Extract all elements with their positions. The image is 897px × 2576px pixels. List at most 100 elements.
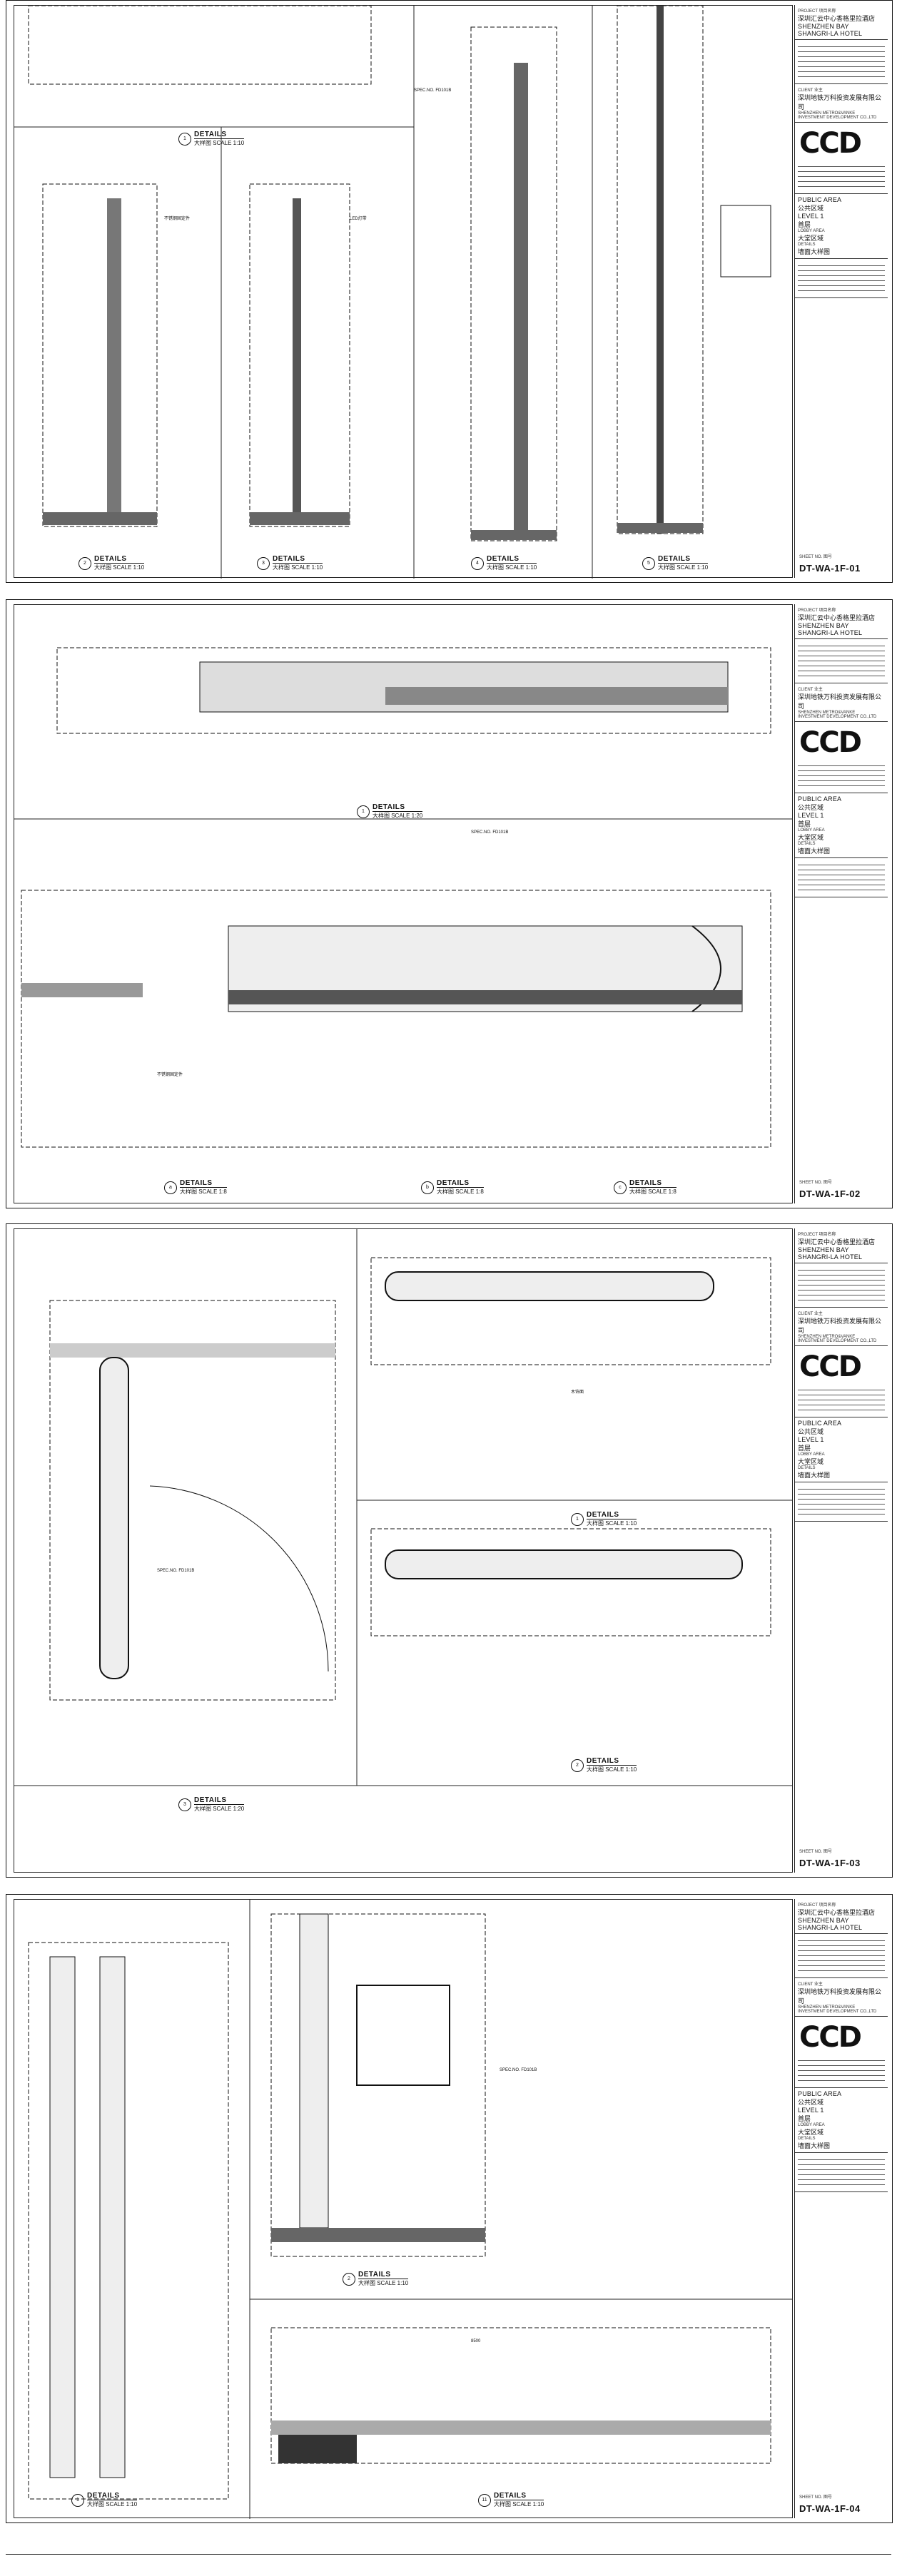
client-cn: 深圳地铁万科投资发展有限公司 — [798, 1318, 882, 1334]
detail-marker: 2 — [571, 1758, 584, 1772]
detail-scale: 大样图 SCALE 1:8 — [629, 1188, 676, 1195]
sheet-label: SHEET NO. 图号 — [799, 1181, 832, 1185]
ccd-logo: CCD — [799, 2021, 862, 2054]
sheet-label: SHEET NO. 图号 — [799, 1850, 832, 1854]
client-label: CLIENT 业主 — [798, 1982, 823, 1987]
area-en: PUBLIC AREA — [798, 1420, 842, 1427]
area-cn: 公共区域 — [798, 2099, 824, 2106]
detail-cn: 墙面大样图 — [798, 2142, 831, 2149]
project-en-2: SHANGRI-LA HOTEL — [798, 629, 863, 636]
detail-scale: 大样图 SCALE 1:8 — [437, 1188, 484, 1195]
detail-marker: a — [164, 1181, 177, 1194]
detail-marker: 1 — [178, 132, 191, 146]
detail-en: DETAILS — [798, 2137, 816, 2141]
level-cn: 首层 — [798, 1445, 811, 1452]
detail-marker: 2 — [343, 2272, 355, 2286]
note-text: SPEC.NO. FD101B — [500, 2068, 537, 2072]
area-cn: 公共区域 — [798, 205, 824, 212]
detail-scale: 大样图 SCALE 1:20 — [194, 1806, 245, 1812]
level-en: LEVEL 1 — [798, 1436, 824, 1443]
project-cn: 深圳汇云中心香格里拉酒店 — [798, 15, 876, 22]
area-cn: 公共区域 — [798, 804, 824, 811]
detail-marker: 3 — [178, 1798, 191, 1811]
area-en: PUBLIC AREA — [798, 795, 842, 803]
detail-drawings: 不锈钢固定件 LED灯带 SPEC.NO. FD101B — [14, 6, 771, 579]
note-text: SPEC.NO. FD101B — [471, 830, 508, 835]
signature-lines — [795, 259, 888, 298]
ccd-logo: CCD — [799, 726, 862, 759]
ccd-logo: CCD — [799, 1350, 862, 1383]
detail-en: DETAILS — [798, 842, 816, 846]
client-en-2: INVESTMENT DEVELOPMENT CO.,LTD — [798, 1339, 877, 1343]
detail-marker: 2 — [78, 556, 91, 570]
detail-scale: 大样图 SCALE 1:10 — [487, 564, 537, 571]
detail-title: DETAILS — [658, 555, 709, 564]
signature-lines — [795, 858, 888, 897]
detail-scale: 大样图 SCALE 1:20 — [373, 813, 423, 819]
detail-title: DETAILS — [487, 555, 537, 564]
note-text: 不锈钢固定件 — [157, 1071, 183, 1077]
zone-cn: 大堂区域 — [798, 834, 824, 841]
sheet-number: DT-WA-1F-04 — [799, 2503, 861, 2514]
client-cn: 深圳地铁万科投资发展有限公司 — [798, 94, 882, 111]
client-en-1: SHENZHEN METRO&VANKE — [798, 711, 856, 715]
client-cn: 深圳地铁万科投资发展有限公司 — [798, 693, 882, 710]
revision-lines — [795, 639, 888, 683]
zone-en: LOBBY AREA — [798, 229, 825, 233]
detail-title: DETAILS — [358, 2271, 409, 2279]
revision-lines — [795, 40, 888, 84]
detail-scale: 大样图 SCALE 1:10 — [194, 140, 245, 146]
sheet-number: DT-WA-1F-03 — [799, 1858, 861, 1868]
client-en-2: INVESTMENT DEVELOPMENT CO.,LTD — [798, 715, 877, 719]
detail-marker: 11 — [478, 2493, 491, 2507]
zone-cn: 大堂区域 — [798, 235, 824, 242]
detail-scale: 大样图 SCALE 1:10 — [658, 564, 709, 571]
sheet-number: DT-WA-1F-02 — [799, 1188, 861, 1199]
detail-title: DETAILS — [629, 1179, 676, 1188]
project-label: PROJECT 项目名称 — [798, 9, 836, 14]
detail-marker: 5 — [642, 556, 655, 570]
level-cn: 首层 — [798, 2115, 811, 2122]
sheet-label: SHEET NO. 图号 — [799, 555, 832, 559]
project-cn: 深圳汇云中心香格里拉酒店 — [798, 1238, 876, 1246]
level-cn: 首层 — [798, 820, 811, 828]
zone-cn: 大堂区域 — [798, 1458, 824, 1465]
client-label: CLIENT 业主 — [798, 1312, 823, 1316]
zone-en: LOBBY AREA — [798, 1452, 825, 1457]
detail-title: DETAILS — [273, 555, 323, 564]
project-en-2: SHANGRI-LA HOTEL — [798, 30, 863, 37]
note-text: SPEC.NO. FD101B — [414, 88, 451, 93]
project-cn: 深圳汇云中心香格里拉酒店 — [798, 614, 876, 621]
detail-title: DETAILS — [180, 1179, 227, 1188]
area-en: PUBLIC AREA — [798, 2090, 842, 2097]
detail-scale: 大样图 SCALE 1:10 — [87, 2501, 138, 2508]
client-en-2: INVESTMENT DEVELOPMENT CO.,LTD — [798, 116, 877, 120]
detail-en: DETAILS — [798, 243, 816, 247]
detail-cn: 墙面大样图 — [798, 248, 831, 255]
detail-drawings: SPEC.NO. FD101B 不锈钢固定件 — [14, 647, 792, 1148]
note-text: 木饰面 — [571, 1389, 584, 1395]
detail-marker: 1 — [357, 805, 370, 818]
detail-title: DETAILS — [194, 131, 245, 139]
project-label: PROJECT 项目名称 — [798, 1903, 836, 1908]
detail-drawings: SPEC.NO. FD101B 木饰面 — [14, 1229, 792, 1786]
detail-scale: 大样图 SCALE 1:10 — [587, 1520, 637, 1527]
company-info-lines — [795, 2054, 888, 2088]
project-label: PROJECT 项目名称 — [798, 609, 836, 613]
level-en: LEVEL 1 — [798, 213, 824, 220]
